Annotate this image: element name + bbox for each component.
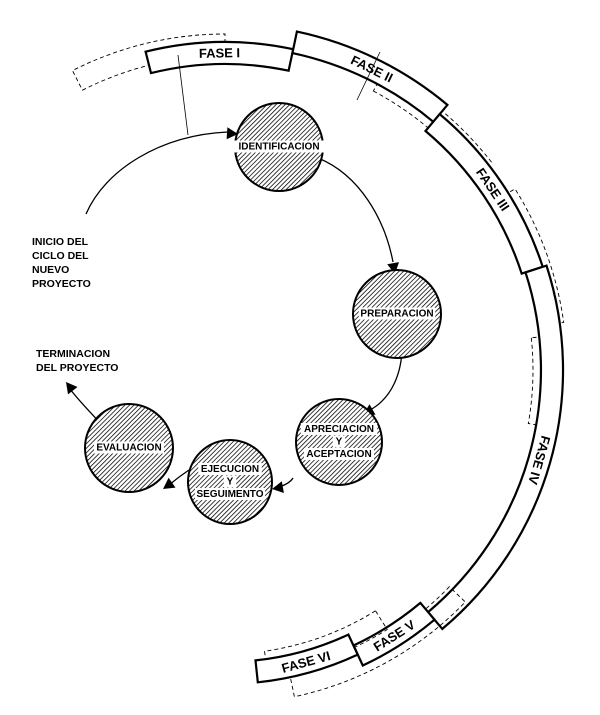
arrow-head (163, 477, 176, 489)
phase-dashed-outline (372, 70, 492, 177)
phase-band (352, 601, 437, 667)
node-label-background (94, 441, 164, 454)
phase-tick-line (356, 51, 381, 101)
phase-dashed-outline (495, 188, 565, 327)
node-label: EJECUCION (201, 464, 259, 475)
node-label: PREPARACION (360, 309, 433, 320)
node-label-background (195, 488, 265, 500)
phase-band (254, 633, 360, 684)
side-texts: INICIO DEL CICLO DEL NUEVO PROYECTO TERM… (32, 236, 118, 374)
arrow-head (226, 127, 238, 140)
node-label: Y (336, 437, 343, 448)
node-label-background (198, 463, 262, 475)
phase-dashed-outline (71, 33, 226, 91)
arrow-head (272, 481, 284, 493)
node-label: IDENTIFICACION (238, 142, 319, 153)
node-preparacion: PREPARACION (352, 269, 442, 359)
start-text: INICIO DEL CICLO DEL NUEVO PROYECTO (32, 236, 91, 290)
node-evaluacion: EVALUACION (84, 403, 174, 493)
phase-band (423, 112, 545, 275)
node-label: EVALUACION (96, 443, 161, 454)
node-label-background (304, 448, 374, 460)
node-identificacion: IDENTIFICACION (231, 102, 327, 192)
node-label-background (223, 475, 237, 488)
phase-band (291, 30, 449, 124)
cycle-arrow (317, 157, 394, 263)
arrow-head (66, 382, 78, 395)
phase-tick-line (177, 54, 189, 136)
phase-label: FASE I (199, 45, 240, 61)
node-label-background (358, 307, 436, 320)
phase-band (426, 264, 565, 631)
phase-segment-1: FASE I (71, 33, 295, 91)
phase-segment-4: FASE IV (426, 264, 565, 631)
node-label-background (332, 435, 346, 448)
node-label: APRECIACION (304, 424, 374, 435)
arrow-head (387, 262, 399, 274)
cycle-nodes: IDENTIFICACIONPREPARACIONAPRECIACIONYACE… (84, 102, 442, 525)
end-text: TERMINACION DEL PROYECTO (36, 348, 118, 374)
cycle-arrow (85, 131, 229, 215)
node-label-background (231, 140, 327, 153)
node-label-background (300, 423, 378, 435)
node-label: ACEPTACION (306, 449, 371, 460)
node-label: SEGUIMENTO (196, 489, 263, 500)
node-label: Y (227, 477, 234, 488)
